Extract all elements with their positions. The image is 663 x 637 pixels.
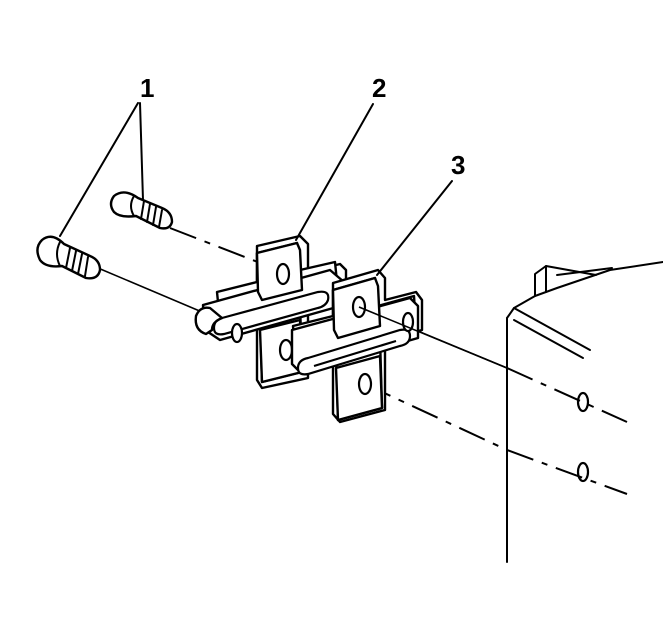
mounting-panel [506, 261, 663, 563]
centerline-upper-panel [506, 367, 628, 423]
callout-1-leader-right [139, 102, 144, 201]
screw-lower [36, 235, 102, 280]
spacer-2-left-end [194, 306, 224, 336]
screw-upper-threads [140, 200, 163, 228]
panel-top-lip [506, 265, 597, 319]
screw-upper-head-edge [130, 195, 135, 217]
centerline-lower-panel [506, 449, 628, 495]
spacer-2-hole-upper [275, 262, 291, 286]
spacer-3-slot-inner-line [313, 339, 397, 368]
spacer-2-hole-lower [278, 338, 294, 362]
screw-upper [109, 191, 174, 230]
callout-2: 2 [295, 73, 386, 241]
callout-3-label: 3 [451, 150, 465, 180]
screw-lower-head-edge [56, 241, 61, 267]
screw-lower-threads [65, 247, 89, 277]
spacer-plate-3 [290, 268, 424, 424]
callout-2-leader [295, 103, 374, 241]
centerline-screw-lower [97, 267, 203, 313]
panel-top-edge-inner [513, 319, 584, 359]
centerline-upper-front [358, 306, 508, 369]
callout-2-label: 2 [372, 73, 386, 103]
callout-1: 1 [59, 73, 154, 237]
panel-hole-lower [576, 461, 590, 483]
panel-hole-upper [576, 391, 590, 413]
spacer-3-hole-lower [357, 372, 373, 396]
centerline-lower-through [364, 383, 508, 451]
callout-1-leader-left [59, 102, 139, 237]
panel-top-edge-front [513, 307, 591, 351]
callout-3-leader [376, 180, 453, 276]
panel-bracket-top [556, 267, 613, 276]
centerline-screw-upper [169, 227, 269, 267]
callout-3: 3 [376, 150, 465, 276]
callout-1-label: 1 [140, 73, 154, 103]
spacer-2-hole-left [230, 322, 244, 344]
